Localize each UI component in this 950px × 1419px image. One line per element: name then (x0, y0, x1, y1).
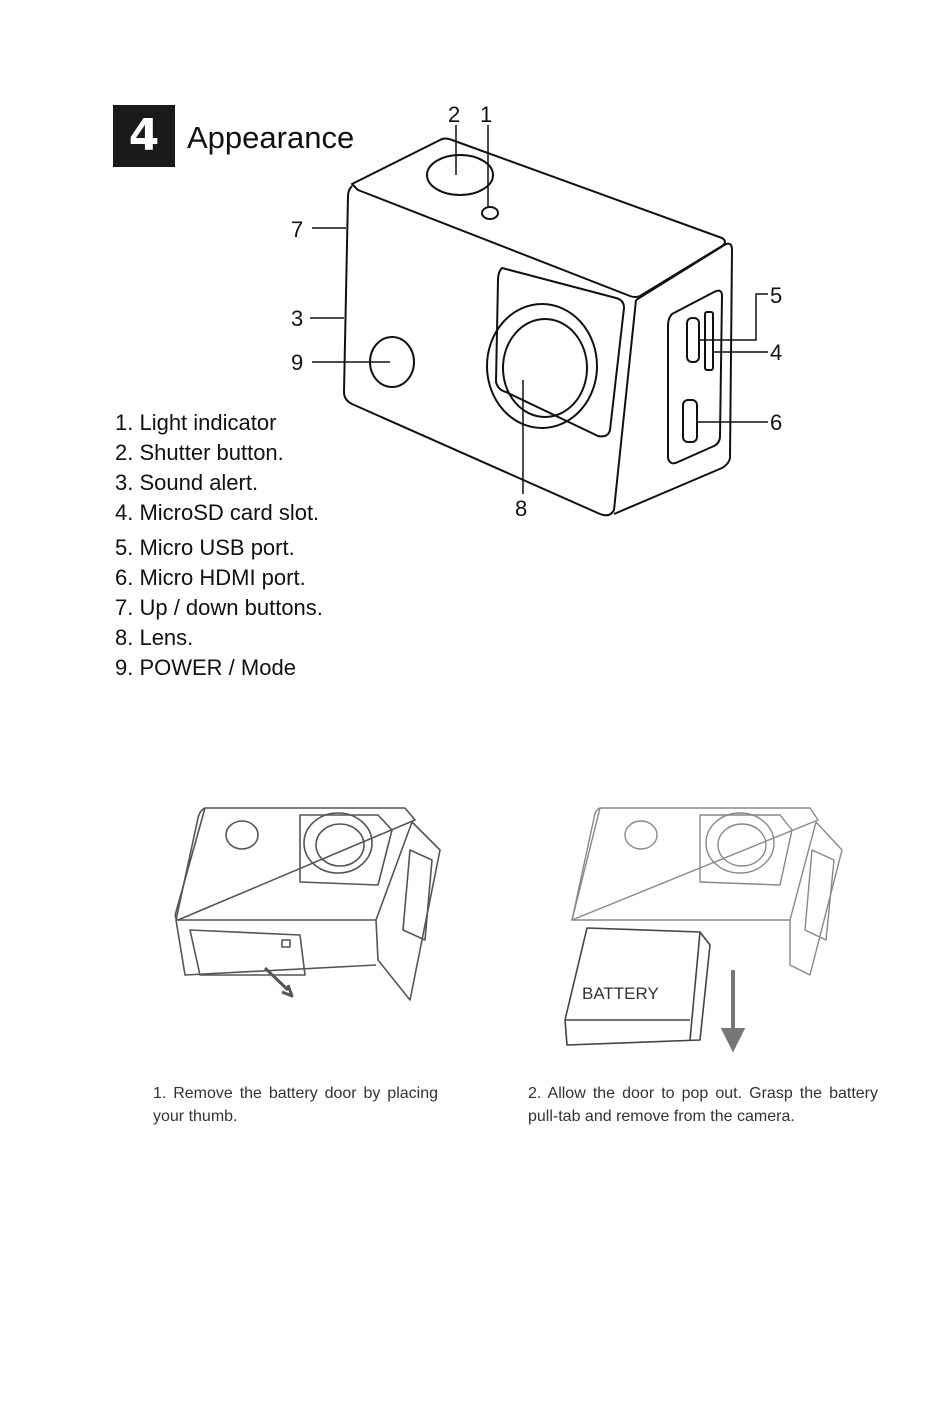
callout-1: 1 (480, 102, 492, 127)
lens-inner (502, 318, 588, 418)
camera-top-face (351, 137, 726, 298)
camera-side-face (613, 242, 733, 515)
battery-door-illustration (174, 807, 441, 1001)
microsd-slot-drawing (704, 311, 714, 371)
light-indicator-drawing (481, 206, 499, 220)
callout-7: 7 (291, 217, 303, 242)
part-item: 8. Lens. (115, 625, 194, 650)
part-item: 7. Up / down buttons. (115, 595, 323, 620)
callout-9: 9 (291, 350, 303, 375)
callout-4: 4 (770, 340, 782, 365)
lens-housing (495, 267, 625, 438)
battery-label: BATTERY (582, 984, 659, 1003)
camera-front-face (343, 185, 637, 517)
callout-8: 8 (515, 496, 527, 521)
usb-port-drawing (686, 317, 700, 363)
hdmi-port-drawing (682, 399, 698, 443)
callout-5: 5 (770, 283, 782, 308)
part-item: 3. Sound alert. (115, 470, 259, 495)
part-item: 6. Micro HDMI port. (115, 565, 306, 590)
callout-6: 6 (770, 410, 782, 435)
battery-drawing (564, 927, 711, 1046)
lens-outer (486, 303, 598, 429)
callout-2: 2 (448, 102, 460, 127)
step-1-caption: 1. Remove the battery door by placing yo… (153, 1085, 438, 1125)
part-item: 4. MicroSD card slot. (115, 500, 320, 525)
section-title: Appearance (187, 120, 355, 155)
part-item: 2. Shutter button. (115, 440, 284, 465)
section-number-box: 4 (113, 105, 175, 167)
shutter-button-drawing (426, 154, 494, 196)
part-item: 9. POWER / Mode (115, 655, 296, 680)
part-item: 1. Light indicator (115, 410, 277, 435)
down-arrow-icon (720, 970, 746, 1053)
part-item: 5. Micro USB port. (115, 535, 295, 560)
parts-list: 1. Light indicator 2. Shutter button. 3.… (115, 410, 323, 681)
step-2-caption: 2. Allow the door to pop out. Grasp the … (528, 1085, 878, 1125)
battery-removal-illustration (571, 807, 843, 976)
side-port-panel (667, 289, 723, 465)
callout-3: 3 (291, 306, 303, 331)
